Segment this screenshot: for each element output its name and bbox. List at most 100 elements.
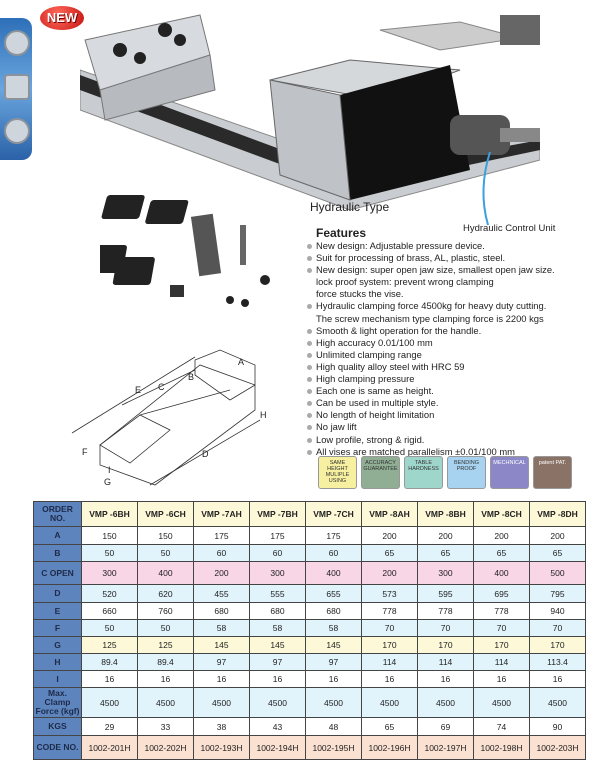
table-cell: 114 (361, 653, 418, 671)
table-cell: 200 (193, 561, 250, 585)
table-cell: 200 (473, 526, 530, 545)
table-cell: 680 (193, 602, 250, 620)
features-section: Features New design: Adjustable pressure… (306, 227, 606, 458)
table-cell: 65 (361, 544, 418, 562)
table-cell: 125 (137, 636, 194, 654)
table-cell: 400 (305, 561, 362, 585)
order-no-header: ORDER NO. (33, 501, 82, 527)
table-cell: 4500 (305, 687, 362, 718)
table-cell: 400 (137, 561, 194, 585)
table-cell: 760 (137, 602, 194, 620)
table-cell: 1002-203H (529, 735, 586, 760)
row-label: F (33, 619, 82, 637)
table-cell: 60 (249, 544, 306, 562)
table-cell: 680 (249, 602, 306, 620)
table-cell: 16 (137, 670, 194, 688)
table-cell: 778 (473, 602, 530, 620)
table-cell: 65 (417, 544, 474, 562)
feature-item: New design: Adjustable pressure device. (306, 240, 606, 252)
table-cell: 70 (473, 619, 530, 637)
dim-label-f: F (82, 447, 88, 457)
dim-label-a: A (238, 357, 244, 367)
table-cell: 16 (81, 670, 138, 688)
feature-item: High accuracy 0.01/100 mm (306, 337, 606, 349)
table-cell: 113.4 (529, 653, 586, 671)
feature-badge: BENDING PROOF (447, 456, 486, 489)
table-cell: 60 (305, 544, 362, 562)
table-cell: 16 (249, 670, 306, 688)
table-cell: 1002-193H (193, 735, 250, 760)
feature-item: Hydraulic clamping force 4500kg for heav… (306, 300, 606, 324)
features-list: New design: Adjustable pressure device.S… (306, 240, 606, 458)
table-cell: 43 (249, 717, 306, 736)
hydraulic-vise-photo (80, 14, 540, 211)
feature-badge: TABLE HARDNESS (404, 456, 443, 489)
table-cell: 170 (417, 636, 474, 654)
table-cell: 660 (81, 602, 138, 620)
feature-item: High clamping pressure (306, 373, 606, 385)
table-cell: 400 (473, 561, 530, 585)
table-cell: 16 (473, 670, 530, 688)
dimension-diagram: A B C D E F G H I (71, 349, 267, 487)
table-cell: 145 (193, 636, 250, 654)
feature-item: New design: super open jaw size, smalles… (306, 264, 606, 300)
new-badge: NEW (40, 6, 84, 30)
feature-badge: MECHNICAL (490, 456, 529, 489)
table-cell: 50 (137, 544, 194, 562)
table-cell: 200 (361, 561, 418, 585)
table-cell: 65 (473, 544, 530, 562)
table-cell: 200 (417, 526, 474, 545)
table-cell: 573 (361, 584, 418, 603)
table-cell: 58 (249, 619, 306, 637)
table-cell: 1002-198H (473, 735, 530, 760)
row-label: G (33, 636, 82, 654)
table-cell: 175 (193, 526, 250, 545)
table-cell: 58 (305, 619, 362, 637)
row-label: E (33, 602, 82, 620)
feature-item: Suit for processing of brass, AL, plasti… (306, 252, 606, 264)
feature-item: Low profile, strong & rigid. (306, 434, 606, 446)
table-cell: 555 (249, 584, 306, 603)
model-header: VMP -7BH (249, 501, 306, 527)
table-cell: 175 (249, 526, 306, 545)
rotary-table-image (4, 30, 30, 56)
table-cell: 50 (137, 619, 194, 637)
feature-item: High quality alloy steel with HRC 59 (306, 361, 606, 373)
table-cell: 4500 (473, 687, 530, 718)
table-cell: 145 (249, 636, 306, 654)
table-cell: 200 (529, 526, 586, 545)
model-header: VMP -6CH (137, 501, 194, 527)
dim-label-g: G (104, 477, 111, 487)
table-cell: 38 (193, 717, 250, 736)
dim-label-d: D (202, 449, 209, 459)
table-cell: 680 (305, 602, 362, 620)
table-cell: 170 (529, 636, 586, 654)
table-cell: 74 (473, 717, 530, 736)
table-cell: 114 (417, 653, 474, 671)
table-cell: 695 (473, 584, 530, 603)
table-cell: 89.4 (137, 653, 194, 671)
table-cell: 70 (417, 619, 474, 637)
model-header: VMP -8CH (473, 501, 530, 527)
table-cell: 4500 (249, 687, 306, 718)
table-cell: 150 (137, 526, 194, 545)
table-cell: 300 (249, 561, 306, 585)
table-cell: 4500 (137, 687, 194, 718)
table-cell: 1002-195H (305, 735, 362, 760)
rotary-table-image (4, 118, 30, 144)
table-cell: 940 (529, 602, 586, 620)
hydraulic-type-caption: Hydraulic Type (310, 200, 390, 214)
feature-badge: ACCURACY GUARANTEE (361, 456, 400, 489)
feature-item: All vises are matched parallelism ±0.01/… (306, 446, 606, 458)
table-cell: 4500 (81, 687, 138, 718)
model-header: VMP -7AH (193, 501, 250, 527)
table-cell: 620 (137, 584, 194, 603)
